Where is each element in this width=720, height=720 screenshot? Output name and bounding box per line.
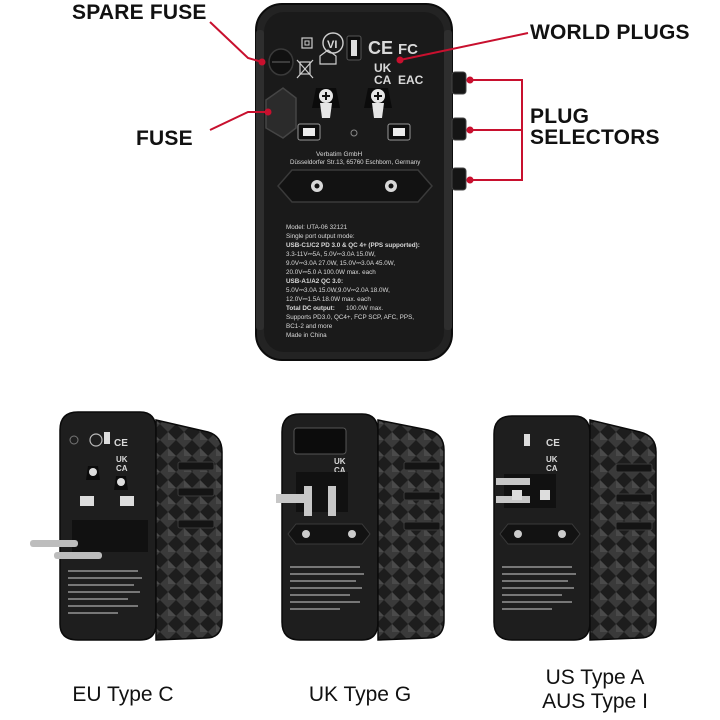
- double-insulation-icon: [301, 37, 313, 49]
- adapter-uk-type-g: UK CA: [276, 413, 445, 641]
- callout-dot-world-plugs: [396, 56, 404, 64]
- caption-us-aus-type: US Type A AUS Type I: [520, 666, 670, 714]
- callout-fuse: FUSE: [136, 127, 193, 150]
- plug-selector-knobs: [451, 71, 467, 191]
- address-text: Düsseldorfer Str.13, 65760 Eschborn, Ger…: [290, 159, 421, 166]
- spec-usb-c-title: USB-C1/C2 PD 3.0 & QC 4+ (PPS supported)…: [286, 242, 420, 249]
- callout-plug-selectors: PLUG SELECTORS: [530, 105, 660, 149]
- svg-text:CE: CE: [546, 438, 560, 449]
- world-plug-socket-right: [364, 88, 392, 118]
- eu-socket: [277, 169, 433, 203]
- spec-label: Model: UTA-06 32121 Single port output m…: [286, 224, 420, 339]
- callout-dot-selector-2: [466, 126, 474, 134]
- vi-mark-text: VI: [327, 39, 337, 51]
- weee-bin-icon: [296, 59, 314, 79]
- world-plug-socket-left: [312, 88, 340, 118]
- spec-model: Model: UTA-06 32121: [286, 224, 348, 231]
- adapter-us-aus-type: CE UK CA: [493, 415, 657, 641]
- spec-usb-c-line2: 9.0V⎓3.0A 27.0W, 15.0V⎓3.0A 45.0W,: [286, 260, 395, 267]
- fuse-cover: [265, 87, 297, 139]
- svg-text:UK: UK: [116, 455, 128, 464]
- ukca-mark-bottom: CA: [374, 73, 392, 87]
- svg-text:CA: CA: [546, 464, 558, 473]
- spec-usb-a-line1: 5.0V⎓3.0A 15.0W,9.0V⎓2.0A 18.0W,: [286, 287, 390, 294]
- caption-uk-type-g: UK Type G: [308, 683, 412, 706]
- manufacturer-text: Verbatim GmbH: [316, 151, 363, 158]
- spec-supports-1: Supports PD3.0, QC4+, FCP SCP, AFC, PPS,: [286, 314, 414, 321]
- ukca-mark-top: UK: [374, 61, 392, 75]
- spec-total-label: Total DC output:: [286, 305, 335, 312]
- spec-supports-2: BC1-2 and more: [286, 323, 333, 330]
- callout-dot-selector-1: [466, 76, 474, 84]
- svg-text:UK: UK: [334, 457, 346, 466]
- svg-text:CA: CA: [334, 466, 346, 475]
- main-adapter-back-view: VI CE FC UK CA EAC Verbatim GmbH Düsseld…: [255, 3, 467, 361]
- caption-eu-type-c: EU Type C: [72, 683, 174, 706]
- adapter-eu-type-c: CE UK CA: [30, 411, 223, 641]
- spec-mode: Single port output mode:: [286, 233, 355, 240]
- callout-dot-selector-3: [466, 176, 474, 184]
- callout-dot-fuse: [264, 108, 272, 116]
- eac-mark: EAC: [398, 73, 424, 87]
- spec-total-value: 100.0W max.: [346, 305, 383, 312]
- fc-mark: FC: [398, 41, 418, 58]
- callout-lines: [209, 21, 529, 181]
- spec-usb-c-line1: 3.3-11V⎓5A, 5.0V⎓3.0A 15.0W,: [286, 251, 376, 258]
- spec-usb-c-line3: 20.0V⎓5.0 A 100.0W max. each: [286, 269, 376, 276]
- callout-dot-spare-fuse: [258, 58, 266, 66]
- svg-text:CE: CE: [114, 438, 128, 449]
- caption-us-type-a: US Type A: [545, 666, 645, 689]
- ce-mark: CE: [368, 38, 393, 58]
- svg-text:CA: CA: [116, 464, 128, 473]
- spec-usb-a-line2: 12.0V⎓1.5A 18.0W max. each: [286, 296, 371, 303]
- caption-aus-type-i: AUS Type I: [542, 690, 648, 714]
- efficiency-vi-mark: [322, 32, 344, 54]
- svg-text:UK: UK: [546, 455, 558, 464]
- callout-world-plugs: WORLD PLUGS: [530, 21, 690, 44]
- callout-spare-fuse: SPARE FUSE: [72, 1, 207, 24]
- spec-made-in: Made in China: [286, 332, 327, 339]
- spec-usb-a-title: USB-A1/A2 QC 3.0:: [286, 278, 343, 285]
